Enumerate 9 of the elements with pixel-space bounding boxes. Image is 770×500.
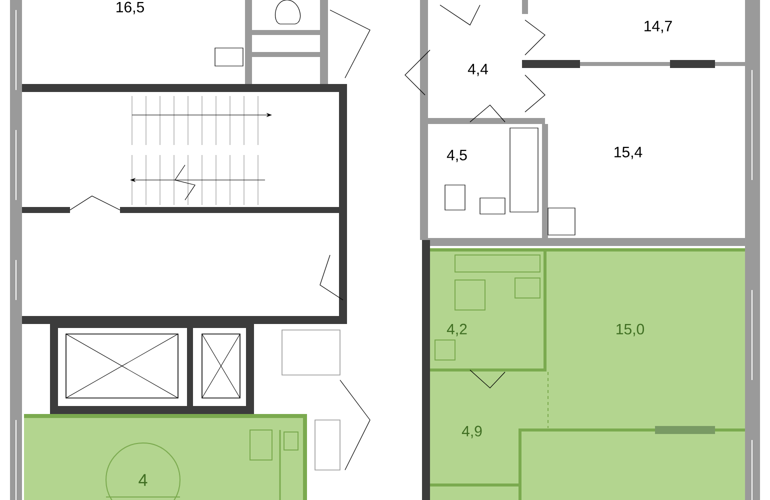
area-label: 15,0 [616,324,644,336]
apartment-number: 4 [138,474,148,486]
area-label: 4,9 [462,426,482,438]
area-label: 4,4 [468,64,488,76]
area-label: 14,7 [644,20,672,34]
area-label: 4,2 [446,324,467,336]
area-label: 16,5 [116,2,144,14]
area-label: 4,5 [446,150,467,162]
area-label: 15,4 [614,146,642,160]
